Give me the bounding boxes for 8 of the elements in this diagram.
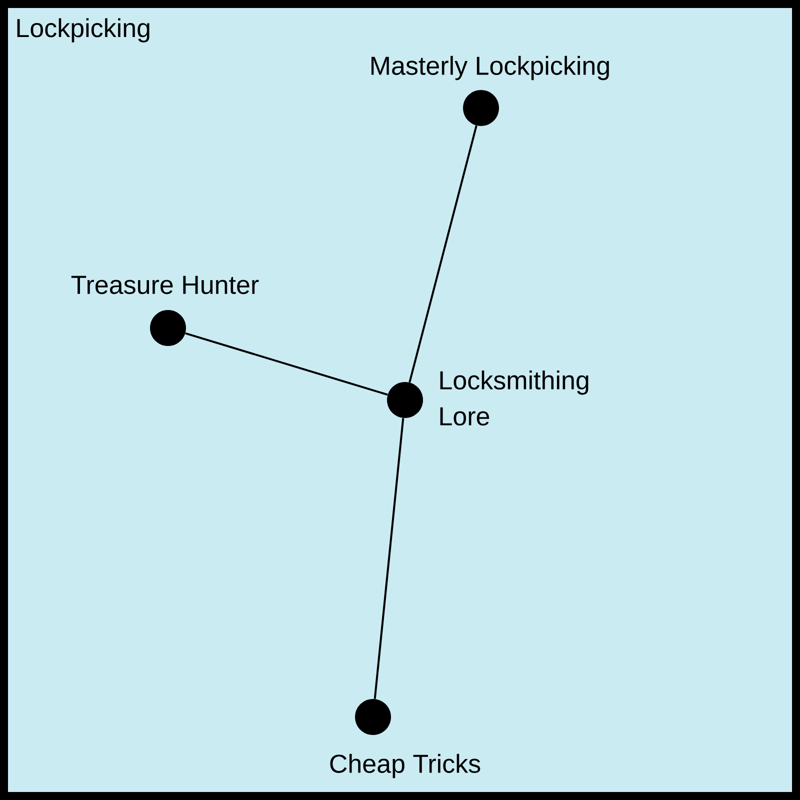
title: Lockpicking (17, 18, 150, 42)
connector-line (374, 418, 404, 699)
node-label: Masterly Lockpicking (371, 56, 609, 80)
node-label: Locksmithing Lore (440, 370, 588, 426)
connector-line (185, 332, 388, 396)
connector-line (408, 125, 478, 383)
node-label: Cheap Tricks (330, 754, 480, 778)
node-label: Treasure Hunter (71, 276, 259, 294)
